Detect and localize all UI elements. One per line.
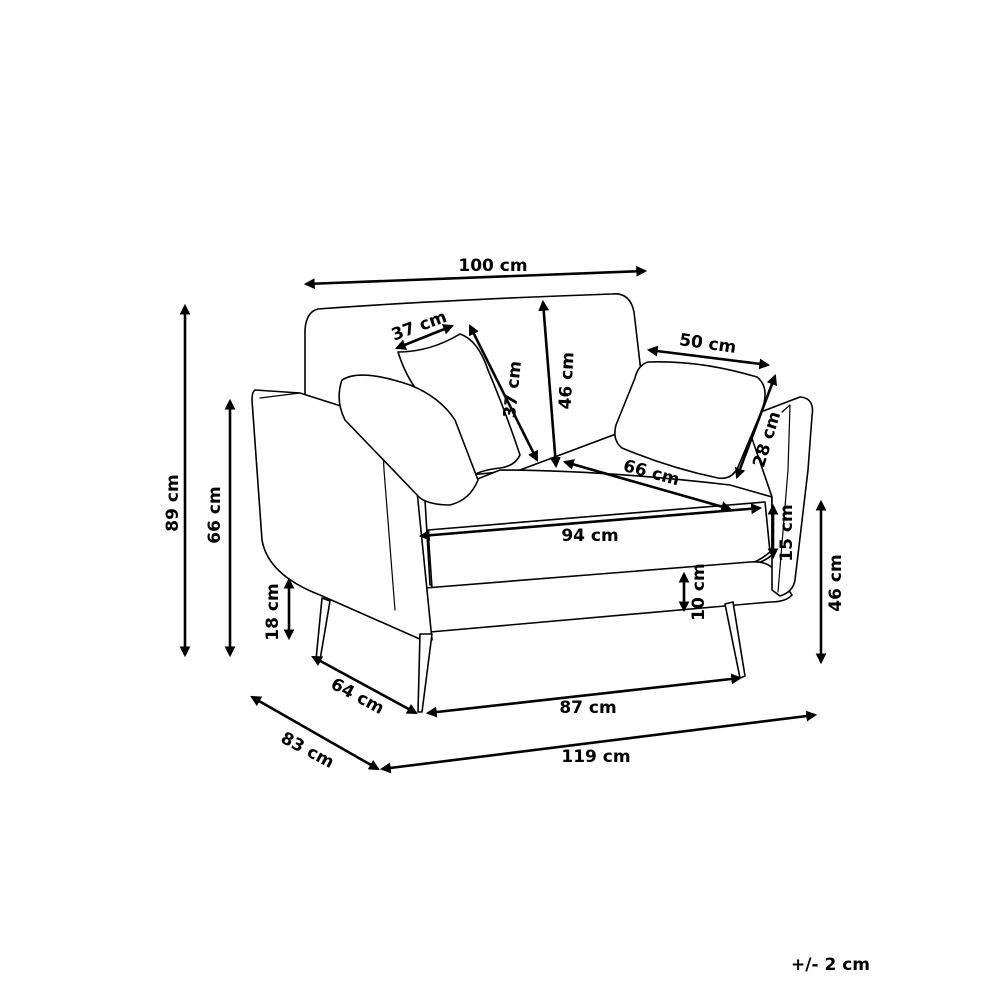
label-total-depth: 83 cm xyxy=(277,728,337,773)
dimension-lines xyxy=(179,265,827,774)
front-rail xyxy=(424,560,793,633)
dim-line-total-width xyxy=(379,710,818,774)
leg-front-right xyxy=(724,601,746,679)
dim-line-top-width xyxy=(303,265,648,290)
tolerance-note: +/- 2 cm xyxy=(791,955,870,975)
label-under-clearance: 10 cm xyxy=(689,563,709,620)
label-leg-width: 87 cm xyxy=(559,698,616,718)
left-pillow xyxy=(338,374,479,506)
dim-line-lumbar-width xyxy=(646,345,771,370)
label-cushion-thickness: 15 cm xyxy=(777,504,797,561)
label-total-height: 89 cm xyxy=(163,474,183,531)
dim-line-pillow-width xyxy=(394,324,455,350)
label-arm-height: 66 cm xyxy=(205,486,225,543)
armchair-drawing xyxy=(251,293,814,713)
dimension-labels: 100 cm 37 cm 37 cm 46 cm 50 cm 28 cm 66 … xyxy=(163,256,846,773)
dim-line-leg-width xyxy=(425,673,743,718)
label-top-width: 100 cm xyxy=(458,256,527,276)
dim-line-seat-depth xyxy=(562,459,733,512)
dim-line-lumbar-height xyxy=(734,373,778,480)
dim-line-seat-width xyxy=(418,503,763,541)
label-backrest-height: 46 cm xyxy=(556,352,579,410)
dim-line-total-depth xyxy=(250,695,380,771)
dim-line-backrest-height xyxy=(538,299,561,469)
label-seat-width: 94 cm xyxy=(561,526,618,546)
label-leg-height: 18 cm xyxy=(263,583,283,640)
label-seat-height: 46 cm xyxy=(826,554,846,611)
dim-line-pillow-height xyxy=(468,324,539,462)
dim-line-leg-depth xyxy=(311,655,418,715)
leg-back-left xyxy=(315,597,331,661)
leg-front-left xyxy=(417,633,433,713)
label-total-width: 119 cm xyxy=(561,747,630,767)
